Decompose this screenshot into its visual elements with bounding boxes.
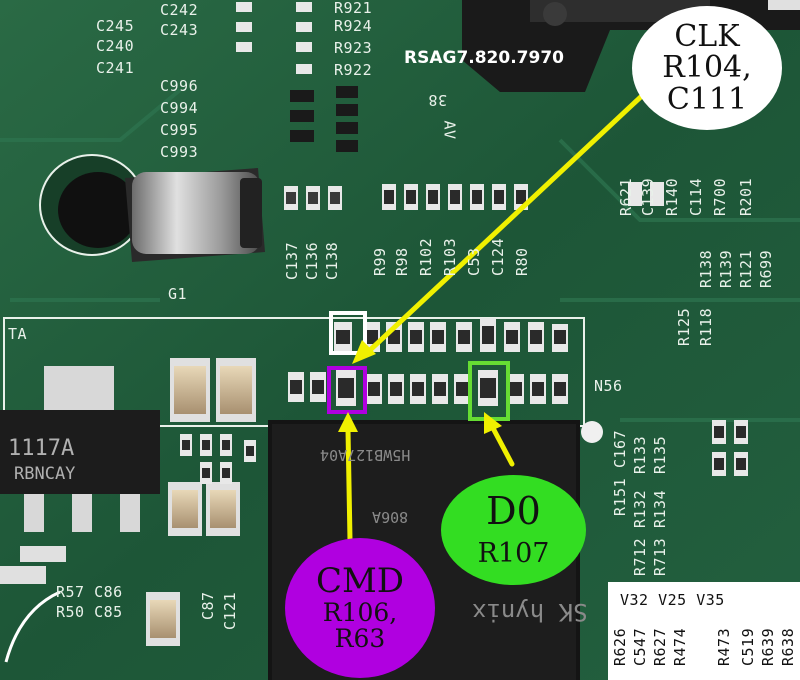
silk-vert-label: R627	[651, 627, 669, 666]
silk-res-label: R923	[334, 39, 373, 57]
regulator-marking: RBNCAY	[14, 464, 76, 484]
silk-cap-label: C240	[96, 37, 135, 55]
silk-cap-label: C243	[160, 21, 199, 39]
silk-vert-label: R140	[663, 177, 681, 216]
silk-vert-label: C114	[687, 177, 705, 216]
silk-cap-label: C245	[96, 17, 135, 35]
silk-vert-label: R132	[631, 489, 649, 528]
d0-arrow	[491, 427, 515, 467]
regulator-marking: 1117A	[8, 436, 75, 461]
silk-ta-label: TA	[8, 325, 28, 343]
silk-cap-label: C241	[96, 59, 135, 77]
silk-vert-label: R712	[631, 537, 649, 576]
silk-n56-label: N56	[594, 377, 623, 395]
silk-vert-label: C121	[221, 591, 239, 630]
silk-vert-label: C53	[465, 247, 483, 276]
cmd-arrow	[345, 427, 353, 543]
silk-vert-label: R99	[371, 247, 389, 276]
silk-vert-label: R201	[737, 177, 755, 216]
cmd-ref: R63	[334, 623, 386, 653]
silk-vert-label: R699	[757, 249, 775, 288]
clk-arrow	[365, 89, 649, 355]
silk-vert-label: R135	[651, 435, 669, 474]
d0-ref: R107	[477, 537, 550, 569]
silk-vert-label: R98	[393, 247, 411, 276]
silk-vert-label: R133	[631, 435, 649, 474]
silk-cap-label: C993	[160, 143, 199, 161]
silk-vert-label: C139	[639, 177, 657, 216]
silk-vert-label: R713	[651, 537, 669, 576]
chip-brand-marking: SK hynix	[472, 598, 588, 626]
silk-res-label: R922	[334, 61, 373, 79]
silk-cap-label: C996	[160, 77, 199, 95]
clk-title: CLK	[674, 18, 740, 54]
silk-vert-label: R103	[441, 237, 459, 276]
silk-cap-label: C995	[160, 121, 199, 139]
silk-vert-label: R639	[759, 627, 777, 666]
clk-arrowhead	[352, 340, 376, 364]
silk-vert-label: C124	[489, 237, 507, 276]
cmd-arrowhead	[338, 412, 358, 432]
clk-highlight-box	[329, 311, 367, 355]
cmd-title: CMD	[315, 560, 405, 601]
cmd-highlight-box	[327, 366, 367, 414]
d0-callout: D0 R107	[441, 475, 586, 585]
clk-ref: R104,	[662, 50, 752, 86]
silk-vert-label: R125	[675, 307, 693, 346]
silk-vert-label: R474	[671, 627, 689, 666]
silk-vert-label: C136	[303, 241, 321, 280]
silk-vert-label: R102	[417, 237, 435, 276]
silk-cap-label: C242	[160, 1, 199, 19]
silk-vert-label: R138	[697, 249, 715, 288]
silk-vert-label: R151	[611, 477, 629, 516]
d0-arrowhead	[484, 412, 502, 434]
silk-vert-label: R118	[697, 307, 715, 346]
silk-vert-label: R473	[715, 627, 733, 666]
silk-av-label: AV	[440, 120, 459, 140]
clk-ref: C111	[666, 81, 748, 117]
silk-38-label: 38	[428, 91, 448, 109]
silk-g1-label: G1	[168, 285, 188, 303]
silk-vert-label: R621	[617, 177, 635, 216]
silk-vert-label: R134	[651, 489, 669, 528]
board-id-label: RSAG7.820.7970	[404, 48, 564, 68]
silk-res-label: R921	[334, 0, 373, 17]
silk-vert-label: C519	[739, 627, 757, 666]
silk-vert-label: C87	[199, 591, 217, 620]
chip-marking: H5WB127A04	[320, 446, 411, 464]
silk-vert-label: R80	[513, 247, 531, 276]
silk-vert-label: C137	[283, 241, 301, 280]
silk-vert-label: C138	[323, 241, 341, 280]
silk-v-labels: V32 V25 V35	[620, 591, 725, 609]
silk-bottom-left-label: R50 C85	[56, 603, 123, 621]
silk-vert-label: R638	[779, 627, 797, 666]
d0-title: D0	[486, 488, 541, 533]
silk-vert-label: R139	[717, 249, 735, 288]
silk-res-label: R924	[334, 17, 373, 35]
cmd-callout: CMD R106, R63	[285, 538, 435, 678]
silk-vert-label: R121	[737, 249, 755, 288]
silk-vert-label: C167	[611, 429, 629, 468]
clk-callout: CLK R104, C111	[632, 6, 782, 130]
silk-cap-label: C994	[160, 99, 199, 117]
silk-bottom-left-label: R57 C86	[56, 583, 123, 601]
chip-marking: 806A	[372, 508, 409, 526]
silk-vert-label: R626	[611, 627, 629, 666]
silk-vert-label: C547	[631, 627, 649, 666]
cmd-ref: R106,	[322, 597, 398, 627]
silk-vert-label: R700	[711, 177, 729, 216]
